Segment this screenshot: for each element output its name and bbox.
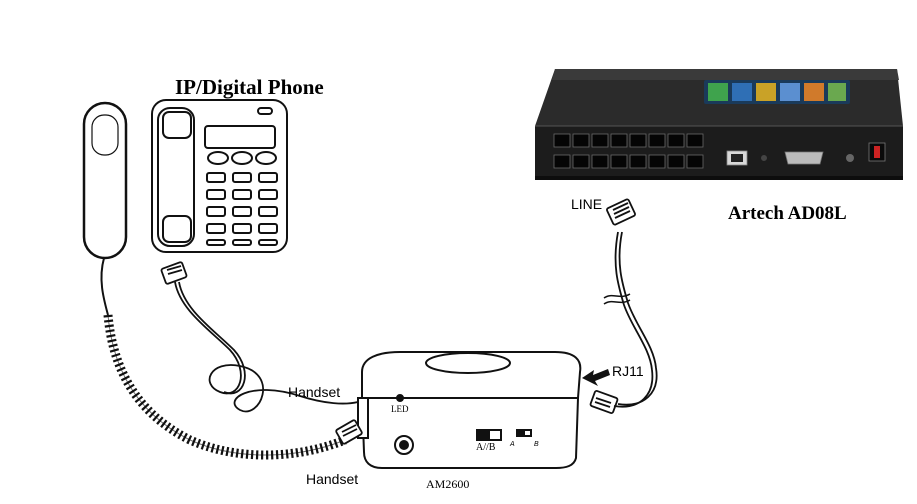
rj-plug-line	[589, 390, 619, 414]
pbx-device-icon	[535, 69, 903, 180]
line-label: LINE	[571, 196, 602, 212]
line-cord	[603, 231, 658, 408]
switch-b-label: B	[534, 441, 539, 448]
handset-label-upper: Handset	[288, 384, 340, 400]
device-title: Artech AD08L	[728, 203, 847, 224]
rj-plug-pbx	[606, 198, 636, 226]
handset-label-lower: Handset	[306, 471, 358, 487]
led-label: LED	[391, 404, 409, 414]
rj-plug-phone	[160, 261, 188, 285]
coiled-cord	[100, 257, 347, 460]
switch-a-label: A	[509, 441, 515, 448]
desk-phone-icon	[151, 99, 288, 253]
phone-title: IP/Digital Phone	[175, 75, 324, 99]
rj-plug-handset	[335, 419, 363, 445]
phone-handset-icon	[82, 101, 128, 260]
rj11-label: RJ11	[612, 363, 644, 379]
switch-ab-label: A//B	[476, 442, 496, 453]
adapter-box	[357, 351, 582, 469]
model-label: AM2600	[426, 477, 469, 491]
phone-cord	[174, 281, 359, 413]
arrow-left-icon	[582, 369, 610, 386]
